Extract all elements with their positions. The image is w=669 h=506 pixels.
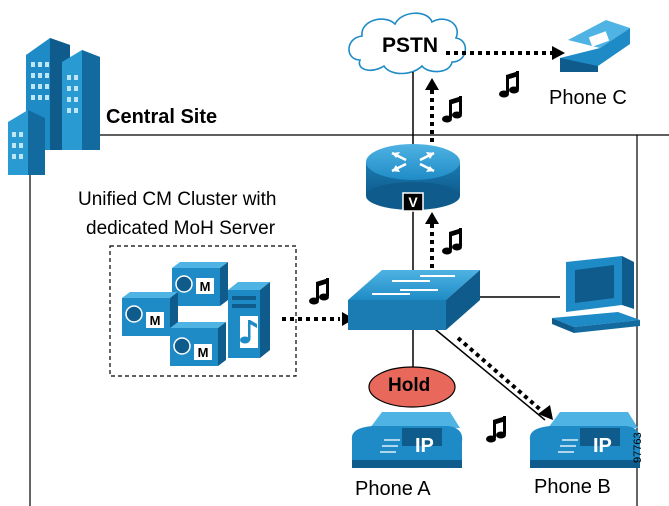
building-icon — [8, 38, 100, 175]
server-badge: M — [200, 279, 211, 294]
music-note-icon — [309, 71, 519, 443]
pstn-label: PSTN — [382, 34, 439, 57]
cloud-icon — [348, 12, 467, 75]
ip-badge: IP — [593, 435, 612, 457]
hold-label: Hold — [388, 375, 431, 396]
switch-icon — [348, 270, 480, 330]
phone-b-label: Phone B — [534, 476, 611, 498]
call-manager-server-icon: M M M — [122, 262, 270, 366]
connection-lines — [412, 72, 560, 421]
moh-stream-arrows — [282, 51, 552, 414]
figure-id: 97763 — [632, 432, 644, 463]
server-badge: M — [150, 313, 161, 328]
router-badge: V — [408, 194, 418, 210]
workstation-icon — [552, 256, 640, 333]
cluster-boundary — [109, 245, 297, 377]
ip-phone-icon: IP — [351, 412, 463, 468]
phone-a-label: Phone A — [355, 478, 431, 500]
ip-phone-icon: IP — [529, 412, 641, 468]
router-icon: V — [366, 144, 460, 212]
ip-badge: IP — [415, 435, 434, 457]
cluster-label-line1: Unified CM Cluster with — [78, 189, 277, 210]
server-badge: M — [198, 345, 209, 360]
phone-c-label: Phone C — [549, 87, 627, 109]
phone-c-icon — [560, 20, 630, 72]
hold-indicator — [368, 366, 456, 408]
moh-server-icon — [228, 282, 270, 358]
cluster-label-line2: dedicated MoH Server — [86, 218, 276, 239]
central-site-label: Central Site — [106, 106, 218, 128]
